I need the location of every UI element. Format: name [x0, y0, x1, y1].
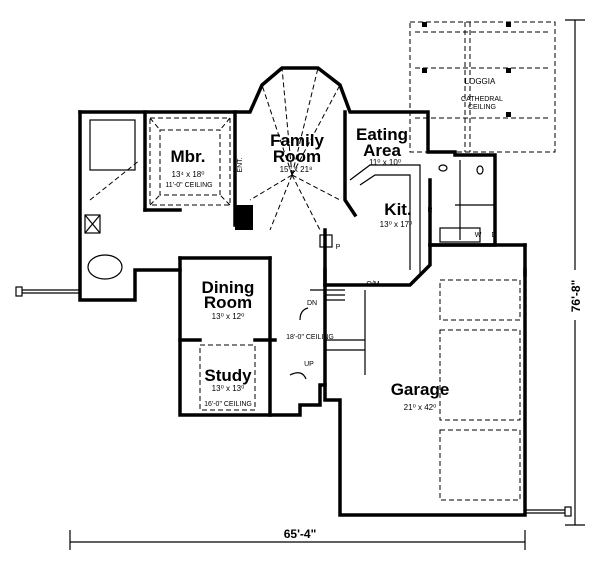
- family-room-label: Family: [270, 131, 324, 150]
- width-dimension: 65'-4": [284, 527, 317, 541]
- eating-area-label: Eating: [356, 125, 408, 144]
- dining-room-label: Dining: [202, 278, 255, 297]
- oven-microwave-label: O/M: [366, 281, 379, 288]
- loggia-note: CEILING: [468, 104, 496, 111]
- walls: [78, 66, 527, 517]
- refrigerator-label: R: [427, 207, 432, 214]
- study-size: 13⁰ x 13⁰: [212, 384, 245, 393]
- family-room-size: 15⁰ x 21⁸: [280, 165, 313, 174]
- dryer-label: D: [491, 232, 496, 239]
- dining-room-size: 13⁰ x 12⁰: [212, 312, 245, 321]
- walkway: [15, 286, 572, 517]
- study-label: Study: [204, 366, 252, 385]
- study-ceiling: 16'-0" CEILING: [204, 401, 252, 408]
- garage-size: 21⁰ x 42⁰: [404, 403, 437, 412]
- washer-label: W: [475, 232, 482, 239]
- loggia-note: CATHEDRAL: [461, 96, 503, 103]
- garage-label: Garage: [391, 380, 450, 399]
- ceiling-lines: [89, 67, 521, 501]
- fixtures: [84, 119, 484, 380]
- loggia: LOGGIA CATHEDRAL CEILING: [409, 21, 556, 153]
- eating-area-label: Area: [363, 141, 401, 160]
- kitchen-size: 13⁰ x 17⁰: [380, 220, 413, 229]
- family-room-label: Room: [273, 147, 321, 166]
- mbr-size: 13⁴ x 18⁰: [172, 170, 205, 179]
- pantry-label: P: [336, 244, 341, 251]
- dining-room-label: Room: [204, 293, 252, 312]
- eating-area-size: 11⁰ x 10⁰: [369, 158, 401, 167]
- entertainment-center-label: ENT.: [237, 157, 244, 172]
- foyer-ceiling: 18'-0" CEILING: [286, 334, 334, 341]
- depth-dimension: 76'-8": [569, 280, 583, 313]
- mbr-label: Mbr.: [171, 147, 206, 166]
- dimension-lines: 65'-4" 76'-8": [69, 19, 585, 550]
- stairs-down-label: DN: [307, 300, 317, 307]
- loggia-label: LOGGIA: [465, 77, 496, 86]
- stairs-up-label: UP: [304, 361, 314, 368]
- kitchen-label: Kit.: [384, 200, 411, 219]
- mbr-ceiling: 11'-0" CEILING: [165, 182, 212, 189]
